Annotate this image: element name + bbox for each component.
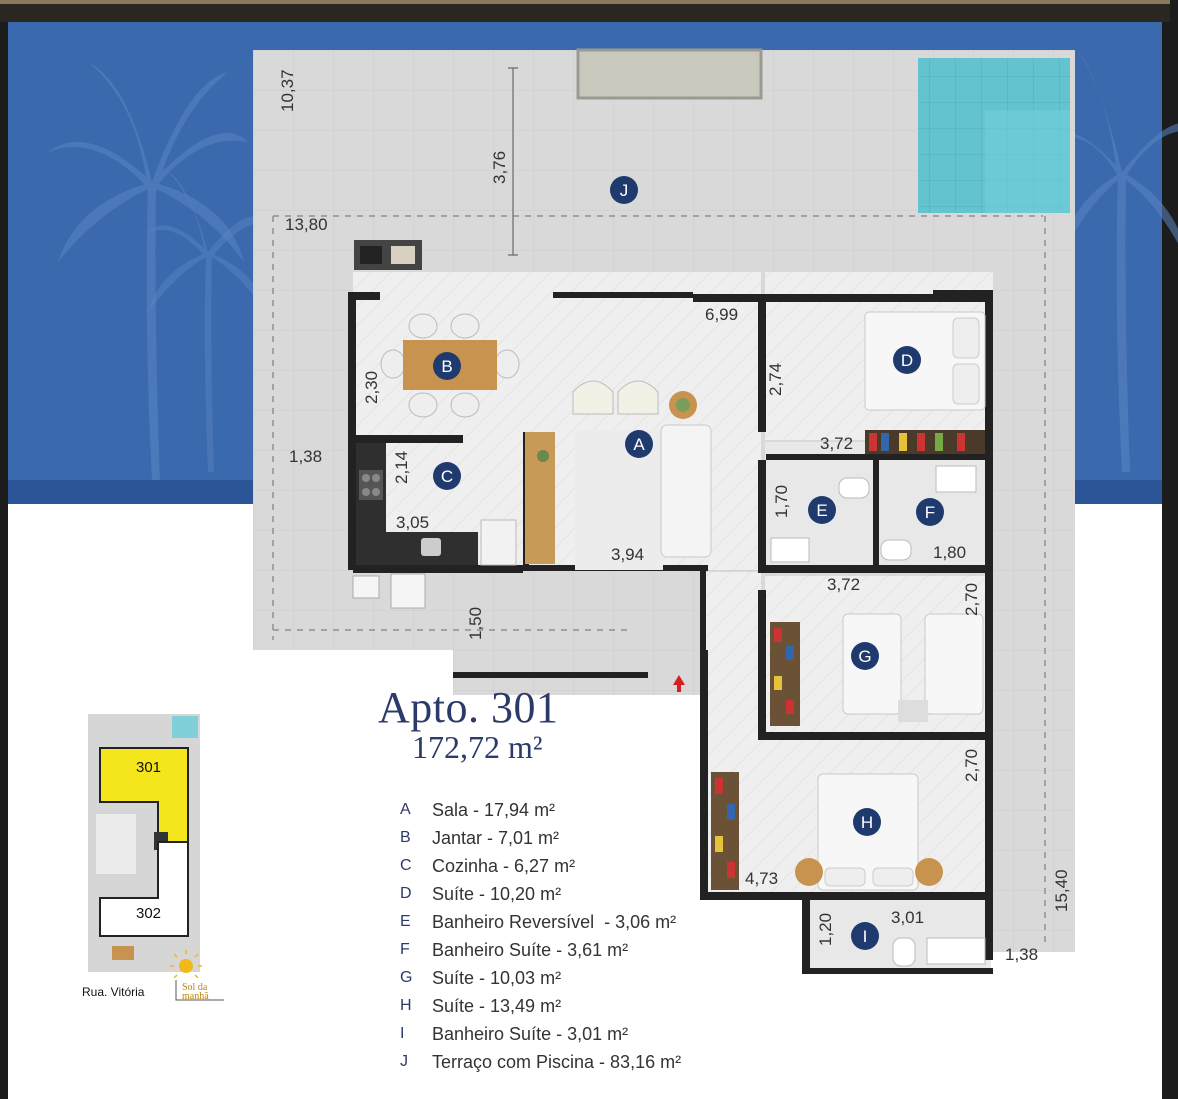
dim-3-94: 3,94 bbox=[611, 545, 644, 564]
svg-text:G: G bbox=[858, 647, 871, 666]
dim-1-80: 1,80 bbox=[933, 543, 966, 562]
svg-text:E: E bbox=[816, 501, 827, 520]
dim-4-73: 4,73 bbox=[745, 869, 778, 888]
room-legend: A Sala - 17,94 m² B Jantar - 7,01 m² C Cozi… bbox=[400, 796, 681, 1076]
palm-decoration bbox=[48, 62, 248, 482]
svg-text:F: F bbox=[925, 503, 935, 522]
legend-item: G Suíte - 10,03 m² bbox=[400, 964, 681, 992]
dim-2-14: 2,14 bbox=[392, 451, 411, 484]
dim-6-99: 6,99 bbox=[705, 305, 738, 324]
legend-key: E bbox=[400, 913, 411, 930]
hall-floor bbox=[705, 572, 761, 742]
legend-key: B bbox=[400, 829, 411, 846]
palm-decoration bbox=[148, 172, 268, 472]
bathroom-fixtures bbox=[770, 465, 977, 563]
legend-label: Terraço com Piscina - 83,16 m² bbox=[432, 1051, 682, 1072]
legend-key: C bbox=[400, 857, 412, 874]
kitchen-counter bbox=[356, 443, 478, 565]
dim-15-40: 15,40 bbox=[1052, 869, 1071, 912]
marker-c bbox=[433, 462, 461, 490]
legend-label: Banheiro Suíte - 3,61 m² bbox=[432, 939, 629, 960]
legend-key: F bbox=[400, 941, 410, 958]
legend-key: J bbox=[400, 1053, 408, 1070]
entrance-arrow bbox=[673, 675, 685, 692]
svg-text:C: C bbox=[441, 467, 453, 486]
dim-3-72: 3,72 bbox=[820, 434, 853, 453]
palm-decoration bbox=[1048, 52, 1178, 472]
legend-label: Suíte - 10,03 m² bbox=[432, 967, 562, 988]
legend-key: I bbox=[400, 1025, 405, 1042]
brochure-sheet: J B A C D E F G H I 10,37 13,80 3,76 6,9… bbox=[8, 22, 1178, 1099]
apartment-heading: Apto. 301 172,72 m² bbox=[378, 682, 559, 766]
legend-label: Jantar - 7,01 m² bbox=[432, 827, 560, 848]
svg-text:A: A bbox=[633, 435, 645, 454]
marker-e bbox=[808, 496, 836, 524]
legend-item: A Sala - 17,94 m² bbox=[400, 796, 681, 824]
marker-j bbox=[610, 176, 638, 204]
legend-item: B Jantar - 7,01 m² bbox=[400, 824, 681, 852]
sun-label-line2: manhã bbox=[182, 991, 209, 1002]
legend-key: H bbox=[400, 997, 412, 1014]
marker-i bbox=[851, 922, 879, 950]
marker-a bbox=[625, 430, 653, 458]
dim-3-76: 3,76 bbox=[490, 151, 509, 184]
dim-3-01: 3,01 bbox=[891, 908, 924, 927]
dim-1-50: 1,50 bbox=[466, 607, 485, 640]
legend-label: Banheiro Suíte - 3,01 m² bbox=[432, 1023, 629, 1044]
bathroom-i-fixtures bbox=[892, 937, 986, 967]
legend-key: A bbox=[400, 801, 411, 818]
dim-1-20: 1,20 bbox=[816, 913, 835, 946]
svg-text:J: J bbox=[620, 181, 629, 200]
living-furniture bbox=[525, 380, 712, 570]
marker-b bbox=[433, 352, 461, 380]
legend-key: G bbox=[400, 969, 413, 986]
dim-10-37: 10,37 bbox=[278, 69, 297, 112]
legend-label: Suíte - 13,49 m² bbox=[432, 995, 562, 1016]
apartment-title: Apto. 301 bbox=[378, 683, 559, 732]
legend-key: D bbox=[400, 885, 412, 902]
svg-text:D: D bbox=[901, 351, 913, 370]
legend-item: J Terraço com Piscina - 83,16 m² bbox=[400, 1048, 681, 1076]
marker-g bbox=[851, 642, 879, 670]
svg-text:I: I bbox=[863, 927, 868, 946]
sun-label-line1: Sol da bbox=[182, 982, 208, 993]
legend-label: Suíte - 10,20 m² bbox=[432, 883, 562, 904]
legend-item: H Suíte - 13,49 m² bbox=[400, 992, 681, 1020]
marker-f bbox=[916, 498, 944, 526]
svg-text:H: H bbox=[861, 813, 873, 832]
legend-item: D Suíte - 10,20 m² bbox=[400, 880, 681, 908]
dim-3-72: 3,72 bbox=[827, 575, 860, 594]
legend-label: Sala - 17,94 m² bbox=[432, 799, 556, 820]
dim-2-74: 2,74 bbox=[766, 363, 785, 396]
garden-box bbox=[576, 48, 763, 100]
sun-icon bbox=[179, 959, 193, 973]
dim-2-30: 2,30 bbox=[362, 371, 381, 404]
dim-2-70: 2,70 bbox=[962, 583, 981, 616]
legend-label: Cozinha - 6,27 m² bbox=[432, 855, 576, 876]
floor-plan: J B A C D E F G H I 10,37 13,80 3,76 6,9… bbox=[253, 48, 1075, 974]
dim-1-38: 1,38 bbox=[289, 447, 322, 466]
legend-label: Banheiro Reversível - 3,06 m² bbox=[432, 911, 677, 932]
legend-item: F Banheiro Suíte - 3,61 m² bbox=[400, 936, 681, 964]
dim-13-80: 13,80 bbox=[285, 215, 328, 234]
street-label: Rua. Vitória bbox=[82, 985, 145, 999]
key-plan-unit-302: 302 bbox=[136, 905, 161, 922]
marker-h bbox=[853, 808, 881, 836]
top-border bbox=[0, 0, 1170, 22]
key-plan-unit-301: 301 bbox=[136, 759, 161, 776]
legend-item: E Banheiro Reversível - 3,06 m² bbox=[400, 908, 681, 936]
apartment-area: 172,72 m² bbox=[412, 729, 543, 765]
dim-3-05: 3,05 bbox=[396, 513, 429, 532]
key-plan: 301 302 Rua. Vitória Sol da manhã bbox=[78, 714, 224, 1002]
marker-d bbox=[893, 346, 921, 374]
dim-1-38: 1,38 bbox=[1005, 945, 1038, 964]
bed-d bbox=[864, 311, 986, 454]
dim-2-70: 2,70 bbox=[962, 749, 981, 782]
svg-text:B: B bbox=[441, 357, 452, 376]
dim-1-70: 1,70 bbox=[772, 485, 791, 518]
legend-item: C Cozinha - 6,27 m² bbox=[400, 852, 681, 880]
legend-item: I Banheiro Suíte - 3,01 m² bbox=[400, 1020, 681, 1048]
